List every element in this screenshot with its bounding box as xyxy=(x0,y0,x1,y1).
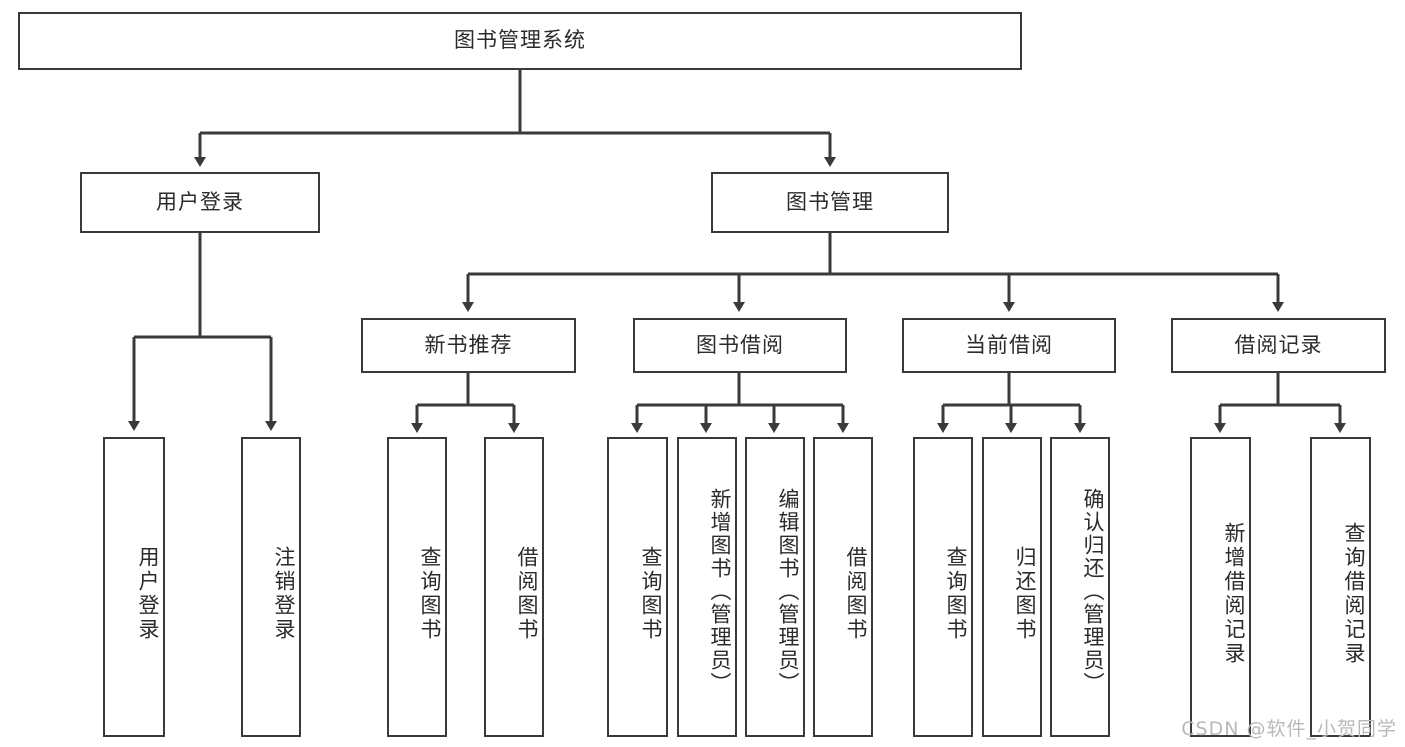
node-leaf-add-book-label: 新增图书（管理员） xyxy=(708,487,732,695)
node-leaf-add-record[interactable]: 新增借阅记录 xyxy=(1190,437,1251,737)
node-leaf-query-book-3[interactable]: 查询图书 xyxy=(913,437,973,737)
node-leaf-confirm-return[interactable]: 确认归还（管理员） xyxy=(1050,437,1110,737)
node-book-borrow[interactable]: 图书借阅 xyxy=(633,318,847,373)
node-user-login-label: 用户登录 xyxy=(156,189,244,214)
node-leaf-logout-login[interactable]: 注销登录 xyxy=(241,437,301,737)
node-leaf-user-login[interactable]: 用户登录 xyxy=(103,437,165,737)
node-book-borrow-label: 图书借阅 xyxy=(696,332,784,357)
node-current-borrow-label: 当前借阅 xyxy=(965,332,1053,357)
node-leaf-edit-book[interactable]: 编辑图书（管理员） xyxy=(745,437,805,737)
node-current-borrow[interactable]: 当前借阅 xyxy=(902,318,1116,373)
node-leaf-query-book-1-label: 查询图书 xyxy=(418,546,442,642)
node-borrow-record-label: 借阅记录 xyxy=(1234,332,1323,357)
node-leaf-query-book-3-label: 查询图书 xyxy=(944,546,968,642)
node-leaf-borrow-book-2[interactable]: 借阅图书 xyxy=(813,437,873,737)
node-leaf-query-book-2-label: 查询图书 xyxy=(639,546,663,642)
node-leaf-query-record-label: 查询借阅记录 xyxy=(1342,522,1366,666)
node-book-management[interactable]: 图书管理 xyxy=(711,172,949,233)
node-borrow-record[interactable]: 借阅记录 xyxy=(1171,318,1386,373)
node-leaf-user-login-label: 用户登录 xyxy=(136,546,160,642)
node-new-book-recommend-label: 新书推荐 xyxy=(424,332,513,357)
node-root-label: 图书管理系统 xyxy=(454,28,586,53)
node-leaf-return-book[interactable]: 归还图书 xyxy=(982,437,1042,737)
node-leaf-borrow-book-1-label: 借阅图书 xyxy=(515,546,539,642)
node-user-login[interactable]: 用户登录 xyxy=(80,172,320,233)
node-leaf-logout-login-label: 注销登录 xyxy=(272,546,296,642)
node-leaf-add-book[interactable]: 新增图书（管理员） xyxy=(677,437,737,737)
node-leaf-query-book-2[interactable]: 查询图书 xyxy=(607,437,668,737)
node-leaf-add-record-label: 新增借阅记录 xyxy=(1222,522,1246,666)
node-leaf-query-book-1[interactable]: 查询图书 xyxy=(387,437,447,737)
node-leaf-return-book-label: 归还图书 xyxy=(1013,546,1037,642)
node-new-book-recommend[interactable]: 新书推荐 xyxy=(361,318,576,373)
node-leaf-query-record[interactable]: 查询借阅记录 xyxy=(1310,437,1371,737)
node-book-management-label: 图书管理 xyxy=(786,189,874,214)
node-leaf-borrow-book-1[interactable]: 借阅图书 xyxy=(484,437,544,737)
node-root[interactable]: 图书管理系统 xyxy=(18,12,1022,70)
node-leaf-confirm-return-label: 确认归还（管理员） xyxy=(1081,487,1105,695)
node-leaf-edit-book-label: 编辑图书（管理员） xyxy=(776,487,800,695)
node-leaf-borrow-book-2-label: 借阅图书 xyxy=(844,546,868,642)
